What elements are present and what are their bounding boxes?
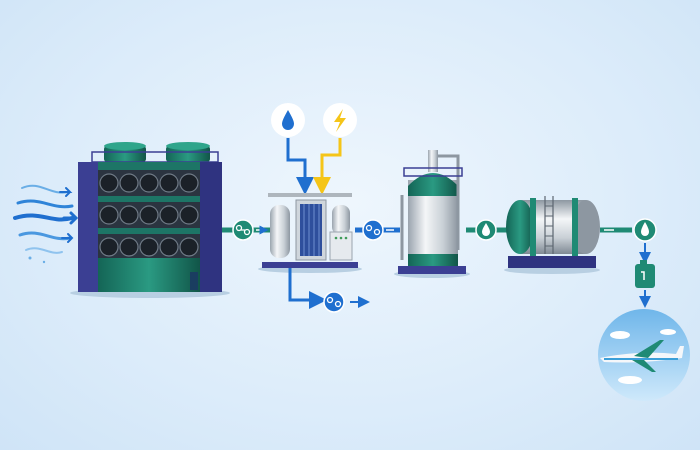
fuel-drop-icon <box>475 219 497 241</box>
fan-icon <box>139 205 159 225</box>
fan-icon <box>119 205 139 225</box>
fan-icon <box>99 237 119 257</box>
storage-tank-icon <box>504 196 600 274</box>
fan-icon <box>139 237 159 257</box>
molecule-icon <box>362 219 384 241</box>
fan-icon <box>159 205 179 225</box>
fan-icon <box>119 173 139 193</box>
co2-molecule-icon <box>232 219 254 241</box>
fan-icon <box>179 205 199 225</box>
o2-molecule-icon <box>323 291 345 313</box>
dac-unit-icon <box>70 142 230 298</box>
fan-icon <box>179 173 199 193</box>
electrolyzer-icon <box>258 193 362 273</box>
fan-icon <box>119 237 139 257</box>
lightning-icon <box>323 103 357 137</box>
wind-icon <box>13 184 79 264</box>
fuel-can-icon <box>635 260 655 288</box>
reactor-tower-icon <box>394 150 470 278</box>
water-drop-icon <box>271 103 305 137</box>
fan-icon <box>139 173 159 193</box>
airplane-icon <box>598 309 690 401</box>
fan-icon <box>159 237 179 257</box>
fan-icon <box>159 173 179 193</box>
fan-icon <box>99 205 119 225</box>
fan-icon <box>99 173 119 193</box>
fuel-drop-icon <box>633 218 657 242</box>
fan-icon <box>179 237 199 257</box>
